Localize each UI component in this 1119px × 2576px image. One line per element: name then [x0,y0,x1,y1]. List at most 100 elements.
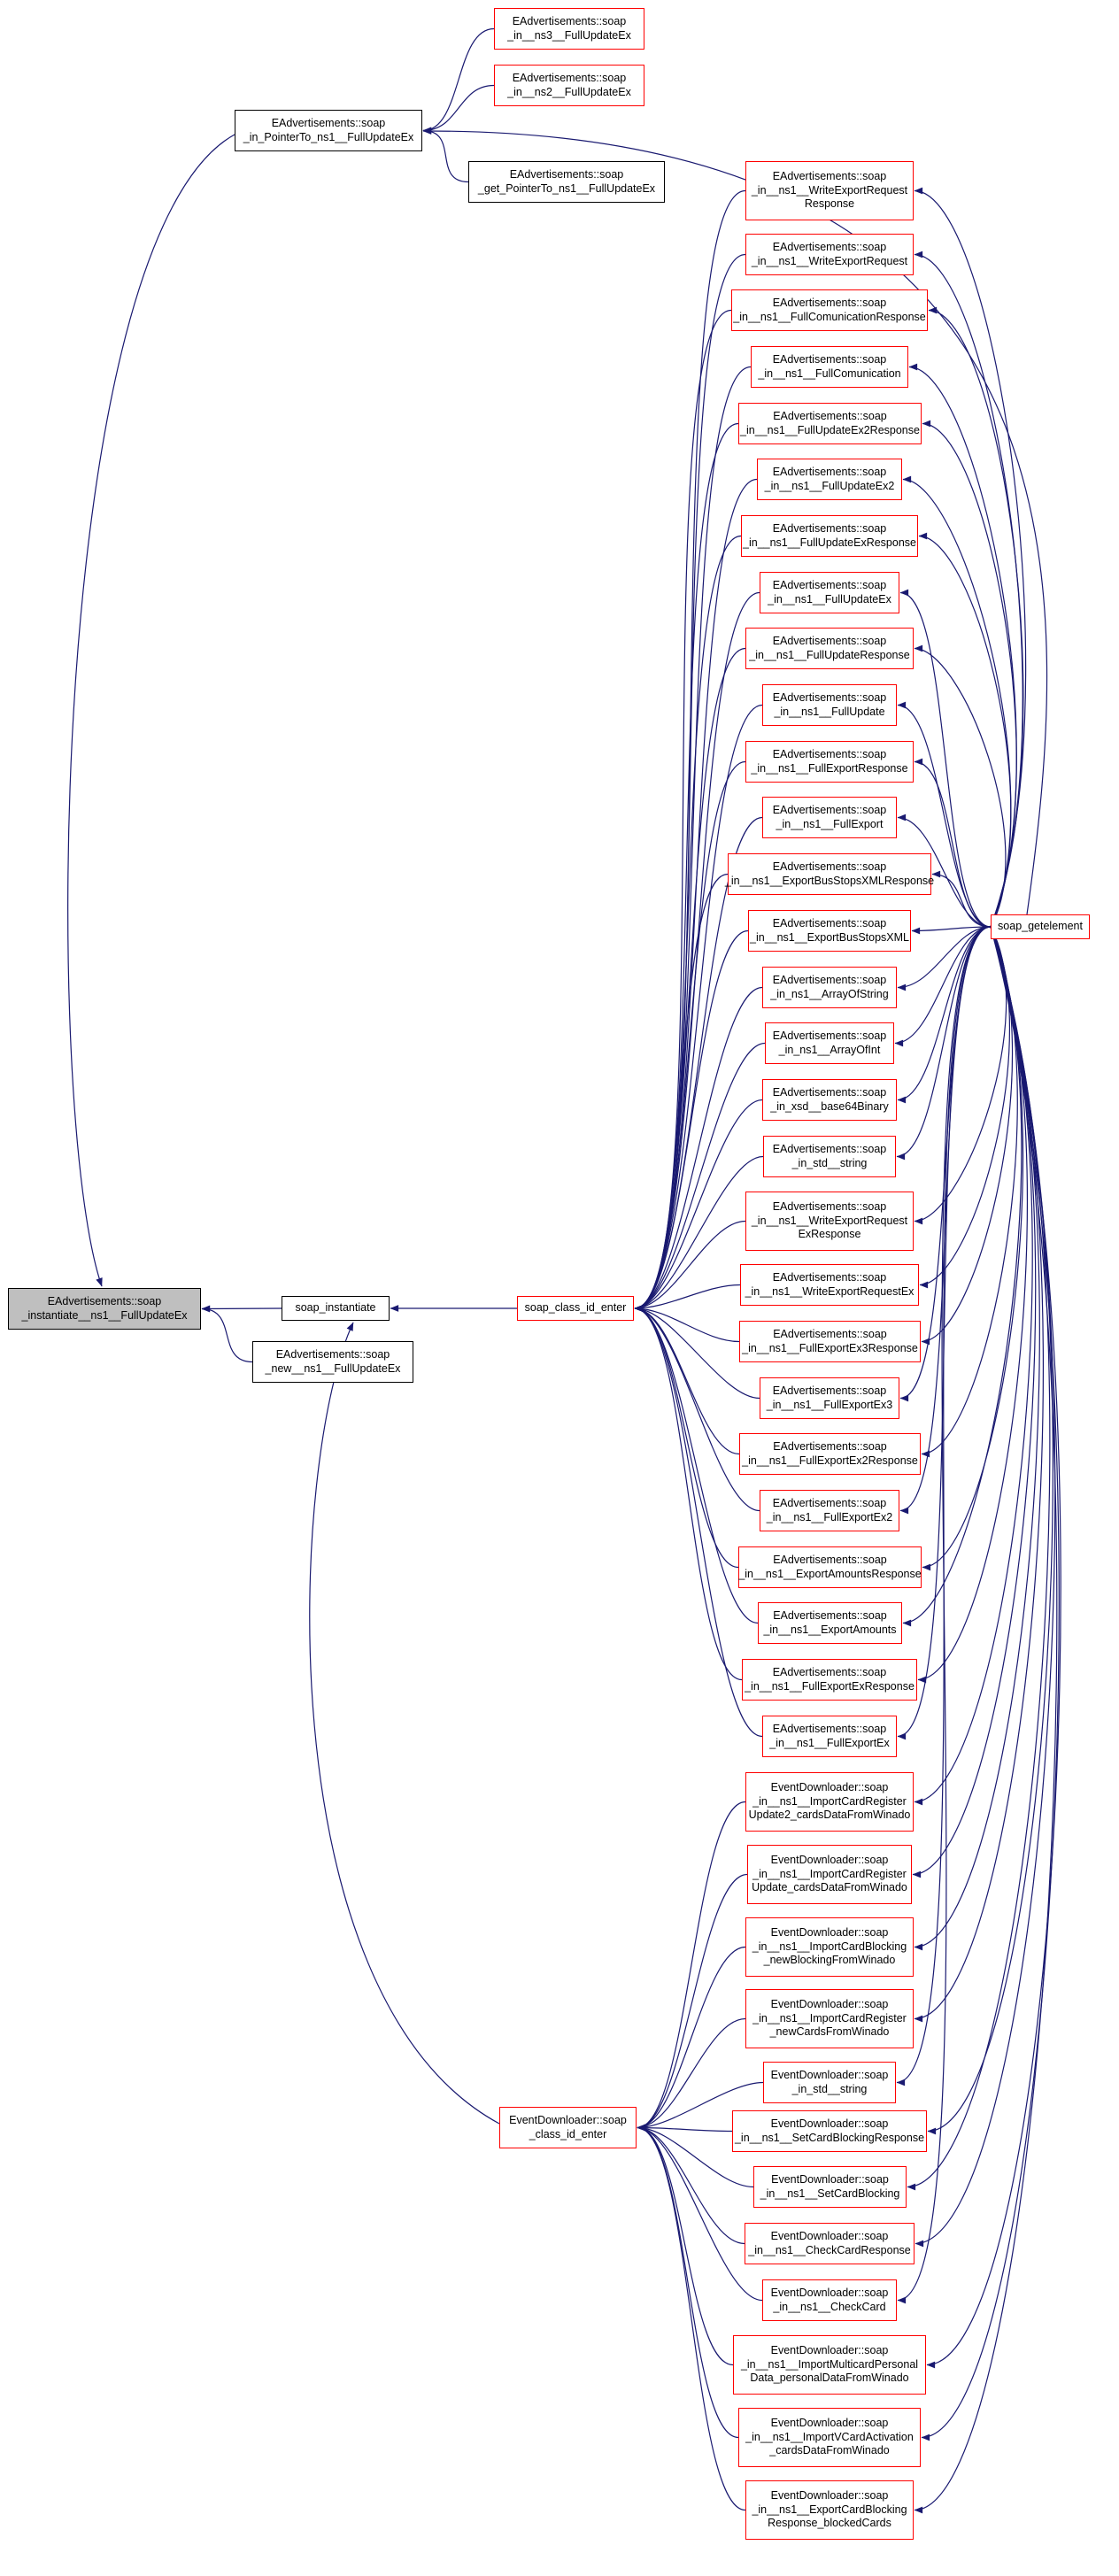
graph-node-ea_FullUpdateEx2[interactable]: EAdvertisements::soap_in__ns1__FullUpdat… [757,459,902,500]
graph-node-ed_ImportCardBlocking[interactable]: EventDownloader::soap_in__ns1__ImportCar… [745,1917,914,1977]
edge-getelement-to-ea_FullUpdateResponse [914,644,1007,928]
edge-ea_ArrayOfInt-to-class_id_enter [634,1042,766,1312]
edge-ns3-to-pointerTo [422,27,495,135]
graph-node-ea_FullExportResponse[interactable]: EAdvertisements::soap_in__ns1__FullExpor… [745,741,914,783]
node-label-line: _in__ns1__ExportAmounts [763,1623,897,1636]
graph-node-ed_ImportCardRegisterNew[interactable]: EventDownloader::soap_in__ns1__ImportCar… [745,1989,914,2048]
node-label-line: EAdvertisements::soap [772,860,887,873]
node-label-line: _in__ns1__FullComunication [758,366,901,380]
graph-node-ea_FullExportEx3Response[interactable]: EAdvertisements::soap_in__ns1__FullExpor… [739,1321,921,1362]
node-label-line: EAdvertisements::soap [772,1086,887,1099]
graph-node-ea_FullUpdateResponse[interactable]: EAdvertisements::soap_in__ns1__FullUpdat… [745,628,914,669]
node-label-line: EAdvertisements::soap [512,15,627,27]
node-label-line: EAdvertisements::soap [772,804,887,816]
graph-node-ns3[interactable]: EAdvertisements::soap_in__ns3__FullUpdat… [494,8,644,50]
graph-node-ea_ExportAmountsResponse[interactable]: EAdvertisements::soap_in__ns1__ExportAmo… [738,1546,922,1588]
graph-node-ea_FullUpdate[interactable]: EAdvertisements::soap_in__ns1__FullUpdat… [762,684,897,726]
edge-ea_std_string-to-class_id_enter [634,1155,764,1312]
node-label-line: EAdvertisements::soap [772,917,887,929]
node-label-line: EventDownloader::soap [770,2417,889,2430]
graph-node-ed_ImportCardRegisterUpdate2[interactable]: EventDownloader::soap_in__ns1__ImportCar… [745,1772,914,1832]
edge-getelement-to-ea_FullUpdateExResponse [918,532,1012,928]
graph-node-ea_ExportBusStopsXML[interactable]: EAdvertisements::soap_in__ns1__ExportBus… [748,910,911,952]
edge-getelement-to-ea_FullComunicationResponse [928,306,1024,928]
edge-ea_FullExportEx2-to-class_id_enter [634,1305,760,1512]
graph-node-ea_FullExportEx[interactable]: EAdvertisements::soap_in__ns1__FullExpor… [762,1716,897,1757]
graph-node-ea_base64Binary[interactable]: EAdvertisements::soap_in_xsd__base64Bina… [762,1079,897,1121]
graph-node-ed_ImportMulticardPersonal[interactable]: EventDownloader::soap_in__ns1__ImportMul… [733,2335,926,2395]
edge-ed_CheckCardResponse-to-ed_class_id_enter [637,2124,745,2245]
edge-getelement-to-ea_ArrayOfString [897,926,992,991]
node-label-line: _in__ns1__ImportCardRegister [752,1867,907,1880]
graph-node-ed_CheckCardResponse[interactable]: EventDownloader::soap_in__ns1__CheckCard… [745,2223,914,2264]
node-label-line: EAdvertisements::soap [772,748,887,760]
graph-node-ea_FullExport[interactable]: EAdvertisements::soap_in__ns1__FullExpor… [762,797,897,838]
node-label-line: EAdvertisements::soap [772,1143,887,1155]
node-label-line: Update_cardsDataFromWinado [752,1881,907,1894]
graph-node-ed_SetCardBlockingResponse[interactable]: EventDownloader::soap_in__ns1__SetCardBl… [732,2110,927,2152]
graph-node-ea_FullExportExResponse[interactable]: EAdvertisements::soap_in__ns1__FullExpor… [742,1659,917,1701]
graph-node-ea_FullComunicationResponse[interactable]: EAdvertisements::soap_in__ns1__FullComun… [731,289,928,331]
node-label-line: EAdvertisements::soap [772,466,887,478]
graph-node-ea_FullExportEx2[interactable]: EAdvertisements::soap_in__ns1__FullExpor… [760,1490,899,1531]
edge-ed_ImportCardRegisterUpdate-to-ed_class_id_enter [637,1873,748,2132]
graph-node-class_id_enter[interactable]: soap_class_id_enter [517,1296,634,1321]
graph-node-ed_class_id_enter[interactable]: EventDownloader::soap_class_id_enter [499,2107,637,2148]
node-label-line: _in_std__string [791,1156,868,1169]
graph-node-ed_ImportCardRegisterUpdate[interactable]: EventDownloader::soap_in__ns1__ImportCar… [747,1845,912,1904]
node-label-line: EAdvertisements::soap [772,170,887,183]
graph-node-ea_WriteExportRequest[interactable]: EAdvertisements::soap_in__ns1__WriteExpo… [745,234,914,275]
graph-node-ea_ArrayOfString[interactable]: EAdvertisements::soap_in_ns1__ArrayOfStr… [762,967,897,1008]
edge-ea_base64Binary-to-class_id_enter [634,1099,763,1312]
graph-node-ea_WriteExportRequestExResponse[interactable]: EAdvertisements::soap_in__ns1__WriteExpo… [745,1192,914,1251]
graph-node-ea_ExportAmounts[interactable]: EAdvertisements::soap_in__ns1__ExportAmo… [758,1602,902,1644]
node-label-line: _in__ns1__ExportBusStopsXML [750,930,909,944]
graph-node-main: EAdvertisements::soap_instantiate__ns1__… [8,1288,201,1330]
edge-pointerTo-to-main [67,134,235,1287]
node-label-line: _in__ns1__ImportMulticardPersonal [740,2357,919,2371]
node-label-line: _in__ns1__WriteExportRequest [751,254,908,267]
graph-node-getelement[interactable]: soap_getelement [991,914,1090,939]
graph-node-ea_WriteExportRequestEx[interactable]: EAdvertisements::soap_in__ns1__WriteExpo… [740,1264,919,1306]
graph-node-ed_ImportVCardActivation[interactable]: EventDownloader::soap_in__ns1__ImportVCa… [738,2408,921,2467]
edge-ed_class_id_enter-to-soap_instantiate [309,1322,500,2125]
edge-ed_ImportCardRegisterUpdate2-to-ed_class_id_enter [637,1801,746,2132]
graph-node-ea_FullExportEx3[interactable]: EAdvertisements::soap_in__ns1__FullExpor… [760,1377,899,1419]
node-label-line: EAdvertisements::soap [772,1030,887,1042]
node-label-line: _in__ns1__FullExportEx3Response [742,1341,918,1354]
node-label-line: EAdvertisements::soap [773,1609,887,1622]
graph-node-ed_SetCardBlocking[interactable]: EventDownloader::soap_in__ns1__SetCardBl… [753,2166,907,2208]
edge-ed_SetCardBlockingResponse-to-ed_class_id_enter [637,2124,733,2133]
graph-node-ed_CheckCard[interactable]: EventDownloader::soap_in__ns1__CheckCard [762,2279,897,2321]
node-label-line: EAdvertisements::soap [772,579,887,591]
node-label-line: EventDownloader::soap [770,2117,889,2130]
node-label-line: EventDownloader::soap [770,2489,889,2503]
edge-getelement-to-ea_FullUpdateEx2Response [922,420,1017,928]
graph-node-ea_FullExportEx2Response[interactable]: EAdvertisements::soap_in__ns1__FullExpor… [739,1433,921,1475]
graph-node-ed_ExportCardBlocking[interactable]: EventDownloader::soap_in__ns1__ExportCar… [745,2480,914,2540]
node-label-line: _in__ns1__FullExportEx2 [766,1510,893,1523]
edge-ed_ExportCardBlocking-to-ed_class_id_enter [637,2124,746,2511]
graph-node-ea_FullComunication[interactable]: EAdvertisements::soap_in__ns1__FullComun… [751,346,908,388]
graph-node-ed_std_string[interactable]: EventDownloader::soap_in_std__string [763,2062,896,2103]
graph-node-ea_FullUpdateEx[interactable]: EAdvertisements::soap_in__ns1__FullUpdat… [760,572,899,613]
graph-node-ea_FullUpdateExResponse[interactable]: EAdvertisements::soap_in__ns1__FullUpdat… [741,515,918,557]
graph-node-ea_FullUpdateEx2Response[interactable]: EAdvertisements::soap_in__ns1__FullUpdat… [738,403,922,444]
graph-node-ea_WriteExportRequestResponse[interactable]: EAdvertisements::soap_in__ns1__WriteExpo… [745,161,914,220]
graph-node-ea_ExportBusStopsXMLResponse[interactable]: EAdvertisements::soap_in__ns1__ExportBus… [725,853,934,895]
edge-getelement-to-ea_WriteExportRequest [914,251,1023,928]
graph-node-ns2[interactable]: EAdvertisements::soap_in__ns2__FullUpdat… [494,65,644,106]
edge-getelement-to-ed_ImportVCardActivation [921,926,1060,2441]
node-label-line: _in__ns1__FullExportResponse [751,761,908,775]
graph-node-soap_instantiate: soap_instantiate [282,1296,390,1321]
edge-ea_FullExportEx3-to-class_id_enter [634,1305,760,1400]
node-label-line: _in__ns1__FullUpdateResponse [749,648,910,661]
node-label-line: EventDownloader::soap [770,1998,889,2011]
graph-node-ea_ArrayOfInt[interactable]: EAdvertisements::soap_in_ns1__ArrayOfInt [765,1022,894,1064]
node-label-line: EventDownloader::soap [770,1926,889,1940]
node-label-line: _in__ns1__FullUpdateEx [768,592,891,605]
node-label-line: _in__ns1__FullUpdate [774,705,885,718]
node-label-line: EAdvertisements::soap [275,1348,390,1361]
node-label-line: _instantiate__ns1__FullUpdateEx [21,1308,188,1322]
graph-node-ea_std_string[interactable]: EAdvertisements::soap_in_std__string [763,1136,896,1177]
